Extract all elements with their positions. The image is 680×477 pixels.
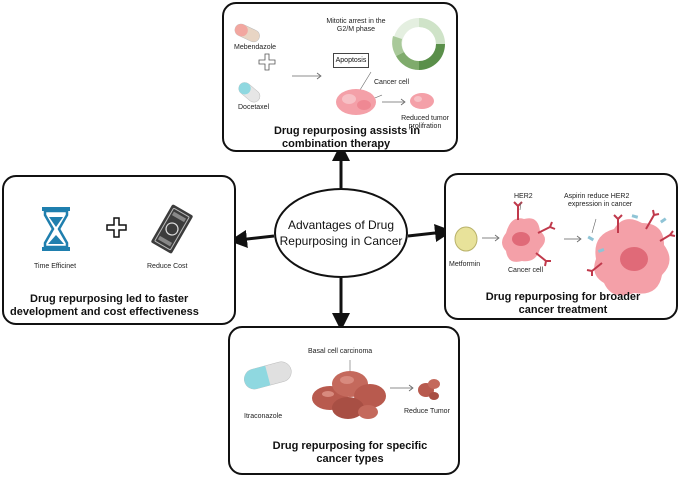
her2-cancer-cell-icon bbox=[502, 201, 556, 267]
right-panel-broader-treatment: HER2 Aspirin reduce HER2 expression in c… bbox=[444, 173, 678, 320]
time-efficient-label: Time Efficinet bbox=[34, 263, 77, 270]
center-advantages-node: Advantages of Drug Repurposing in Cancer bbox=[274, 188, 408, 278]
mitotic-arrest-label: Mitotic arrest in the G2/M phase bbox=[326, 18, 386, 33]
cancer-cell-label: Cancer cell bbox=[508, 267, 544, 274]
cell-cycle-icon bbox=[392, 18, 445, 70]
plus-icon bbox=[106, 217, 127, 238]
bcc-label: Basal cell carcinoma bbox=[308, 348, 373, 355]
mebendazole-pill-icon bbox=[234, 23, 260, 43]
left-panel-title: Drug repurposing led to faster developme… bbox=[10, 293, 199, 318]
right-panel-illustration bbox=[454, 201, 676, 296]
her2-connector bbox=[519, 201, 522, 211]
reduced-tumor-icon bbox=[418, 379, 440, 400]
itraconazole-capsule-icon bbox=[243, 361, 292, 390]
docetaxel-pill-icon bbox=[238, 82, 261, 103]
top-panel-illustration bbox=[234, 18, 445, 115]
arrow-to-right bbox=[407, 224, 453, 242]
cancer-cell-label: Cancer cell bbox=[374, 79, 410, 86]
right-panel-title: Drug repurposing for broader cancer trea… bbox=[485, 291, 641, 316]
reduce-tumor-label: Reduce Tumor bbox=[404, 408, 450, 415]
plus-icon bbox=[258, 53, 276, 71]
reduced-tumor-icon bbox=[410, 93, 434, 109]
aspirin-connector bbox=[591, 218, 597, 234]
cancer-cell-icon bbox=[336, 89, 376, 115]
apoptosis-box: Apoptosis bbox=[333, 53, 369, 68]
bottom-panel-title: Drug repurposing for specific cancer typ… bbox=[272, 440, 428, 465]
metformin-label: Metformin bbox=[449, 261, 481, 268]
center-title-line2: Repurposing in Cancer bbox=[279, 234, 403, 248]
reduce-cost-label: Reduce Cost bbox=[147, 263, 188, 270]
hourglass-icon bbox=[42, 207, 70, 251]
flow-arrow-icon bbox=[482, 234, 500, 242]
top-panel-title: Drug repurposing assists in combination … bbox=[273, 125, 421, 150]
reduce-arrow-icon bbox=[382, 98, 406, 106]
center-title-line1: Advantages of Drug bbox=[287, 218, 395, 232]
bottom-panel-illustration bbox=[243, 360, 440, 419]
large-cancer-cell-icon bbox=[586, 209, 676, 296]
left-panel-cost-effectiveness: Time Efficinet Reduce Cost Drug repurpos… bbox=[2, 175, 236, 325]
aspirin-label: Aspirin reduce HER2 expression in cancer bbox=[564, 193, 633, 208]
her2-label: HER2 bbox=[514, 193, 533, 200]
apoptosis-connector bbox=[359, 71, 372, 91]
treatment-arrow-icon bbox=[564, 235, 582, 243]
itraconazole-label: Itraconazole bbox=[244, 413, 283, 420]
top-panel-combination-therapy: Mebendazole Docetaxel Mitotic arrest in … bbox=[222, 2, 458, 152]
basal-cell-carcinoma-icon bbox=[312, 371, 386, 419]
mebendazole-label: Mebendazole bbox=[234, 44, 277, 51]
money-icon bbox=[151, 204, 193, 254]
reduce-arrow-icon bbox=[390, 384, 414, 392]
flow-arrow-icon bbox=[292, 72, 322, 80]
bottom-panel-specific-cancer: Basal cell carcinoma Itraconazole Reduce… bbox=[228, 326, 460, 475]
arrow-to-left bbox=[229, 230, 275, 248]
metformin-pill-icon bbox=[454, 226, 478, 252]
docetaxel-label: Docetaxel bbox=[238, 104, 270, 111]
reduced-tumor-label: Reduced tumor prolifration bbox=[401, 115, 449, 130]
left-panel-illustration bbox=[42, 204, 193, 254]
